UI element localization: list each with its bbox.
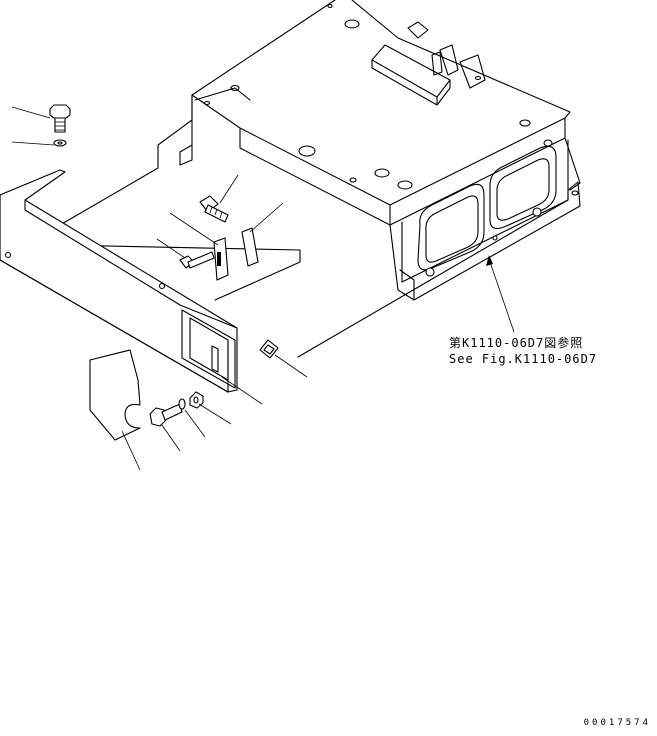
reference-note-japanese: 第K1110-06D7図参照 [449,336,584,350]
deck-handle [371,21,486,106]
reference-note-english: See Fig.K1110-06D7 [449,352,598,366]
drawing-number: 00017574 [583,718,651,728]
cover-plate [89,349,141,441]
bracket-cluster [179,195,259,281]
upper-deck [179,0,581,301]
deck-holes [203,3,579,277]
bolt-top [49,104,71,147]
lower-fasteners [149,391,204,427]
leader-lines [11,106,515,471]
panel-frame [181,309,236,389]
grommet [259,339,279,359]
side-windows [417,145,557,271]
